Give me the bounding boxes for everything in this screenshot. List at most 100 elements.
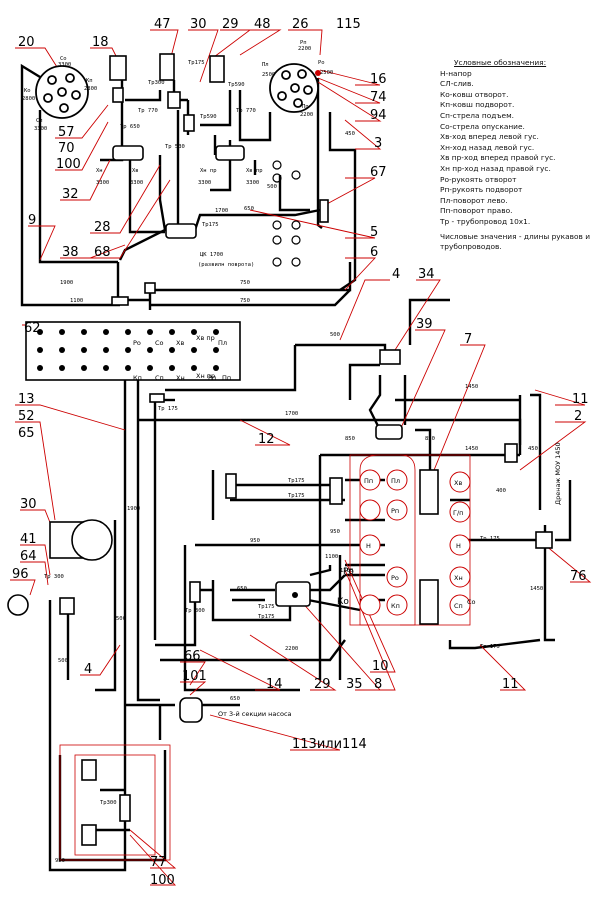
svg-text:41: 41 [20,532,37,547]
svg-text:67: 67 [370,165,387,180]
callout-leaders [10,29,592,886]
svg-text:750: 750 [240,280,250,286]
legend-title: Условные обозначения: [454,58,547,67]
svg-text:65: 65 [18,426,35,441]
svg-text:30: 30 [190,17,207,32]
svg-text:500: 500 [330,332,340,338]
svg-text:35: 35 [346,677,363,692]
legend-item: Ро-рукоять отворот [440,174,517,184]
svg-text:650: 650 [237,586,247,592]
svg-text:Тр 300: Тр 300 [44,574,64,580]
panel-label: Рп [208,374,216,382]
svg-text:3300: 3300 [246,180,259,186]
legend-item: Хн пр-ход назад правой гус. [440,163,551,173]
valve-label: Ро [391,574,399,582]
svg-text:4: 4 [84,662,92,677]
svg-text:500: 500 [58,658,68,664]
svg-text:Тр175: Тр175 [202,222,219,228]
svg-text:2500: 2500 [262,72,275,78]
svg-text:64: 64 [20,549,37,564]
svg-text:20: 20 [18,35,35,50]
svg-text:47: 47 [154,17,171,32]
pressure-gauge [7,594,29,616]
svg-text:1200: 1200 [340,568,353,574]
valve-labels: Пп Пл Хв Хн Рп Н Н Ро Ро Ко Кп Сп Со Г/п [337,477,476,610]
svg-text:Со: Со [60,56,67,62]
swivel-left [35,65,89,119]
svg-text:16: 16 [370,72,387,87]
panel-label: Пл [218,339,227,347]
valve-label: Ро [343,567,354,577]
svg-text:68: 68 [94,245,111,260]
panel-label: Хв [176,339,184,347]
svg-text:66: 66 [184,649,201,664]
svg-text:29: 29 [222,17,239,32]
svg-text:14: 14 [266,677,283,692]
svg-text:Хн: Хн [96,168,103,174]
svg-text:Тр175: Тр175 [258,614,275,620]
svg-text:950: 950 [330,529,340,535]
svg-text:Тр 175: Тр 175 [480,644,500,650]
swivel-right [269,63,319,113]
svg-text:32: 32 [62,187,79,202]
legend-item: Тр - трубопровод 10х1. [440,216,531,226]
svg-text:2200: 2200 [300,112,313,118]
svg-text:750: 750 [240,298,250,304]
svg-text:Тр175: Тр175 [288,493,305,499]
hydraulic-lock-dot [292,592,298,598]
svg-text:48: 48 [254,17,271,32]
panel-label: Пп [222,374,231,382]
valve-label: Г/п [453,509,463,517]
svg-text:650: 650 [230,696,240,702]
panel-label: Ро [133,339,141,347]
svg-text:Рп: Рп [300,40,307,46]
port-labels: Со 3300 Кп 2800 Ко 2800 Сп 3300 Рп 2200 … [22,40,333,186]
red-outlines [59,454,471,861]
drain-label: Дренаж МОУ 1450 [554,442,562,505]
svg-text:74: 74 [370,90,387,105]
svg-text:96: 96 [12,567,29,582]
svg-text:1700: 1700 [285,411,298,417]
svg-text:Кп: Кп [86,78,93,84]
svg-text:Тр 770: Тр 770 [138,108,158,114]
valve-label: Ко [337,597,349,607]
svg-text:9: 9 [28,213,36,228]
svg-text:Тр 300: Тр 300 [185,608,205,614]
track-port-circles [272,160,301,267]
distributor-panel-dots [37,329,219,371]
svg-text:3300: 3300 [34,126,47,132]
legend: Условные обозначения: Н-напор СЛ-слив. К… [440,58,598,253]
svg-text:76: 76 [570,569,587,584]
svg-text:18: 18 [92,35,109,50]
svg-text:11: 11 [502,677,519,692]
valve-label: Со [467,598,476,606]
length-labels: 1900 750 1100 750 500 1450 1700 850 850 … [55,131,543,864]
source-label: От 3-й секции насоса [218,710,292,718]
svg-text:Тр175: Тр175 [258,604,275,610]
svg-text:1700: 1700 [215,208,228,214]
svg-text:28: 28 [94,220,111,235]
legend-item: Н-напор [440,68,472,78]
legend-item: Хв-ход вперед левой гус. [440,132,539,142]
panel-label: Хв пр [196,334,215,342]
svg-text:Тр 175: Тр 175 [480,536,500,542]
svg-text:2200: 2200 [285,646,298,652]
legend-item: СЛ-слив. [440,79,474,89]
svg-text:7: 7 [464,332,472,347]
svg-text:3300: 3300 [96,180,109,186]
svg-text:13: 13 [18,392,35,407]
svg-text:113или114: 113или114 [292,737,367,752]
svg-text:1450: 1450 [465,384,478,390]
svg-text:1900: 1900 [60,280,73,286]
valve-label: Кп [391,602,400,610]
svg-text:650: 650 [244,206,254,212]
svg-text:Пл: Пл [262,62,269,68]
svg-text:Тр300: Тр300 [100,800,117,806]
svg-text:Хн пр: Хн пр [200,168,217,174]
svg-text:Тр590: Тр590 [228,82,245,88]
svg-text:101: 101 [182,669,207,684]
svg-text:34: 34 [418,267,435,282]
panel-label: Кп [133,374,142,382]
valve-label: Хв [454,479,462,487]
